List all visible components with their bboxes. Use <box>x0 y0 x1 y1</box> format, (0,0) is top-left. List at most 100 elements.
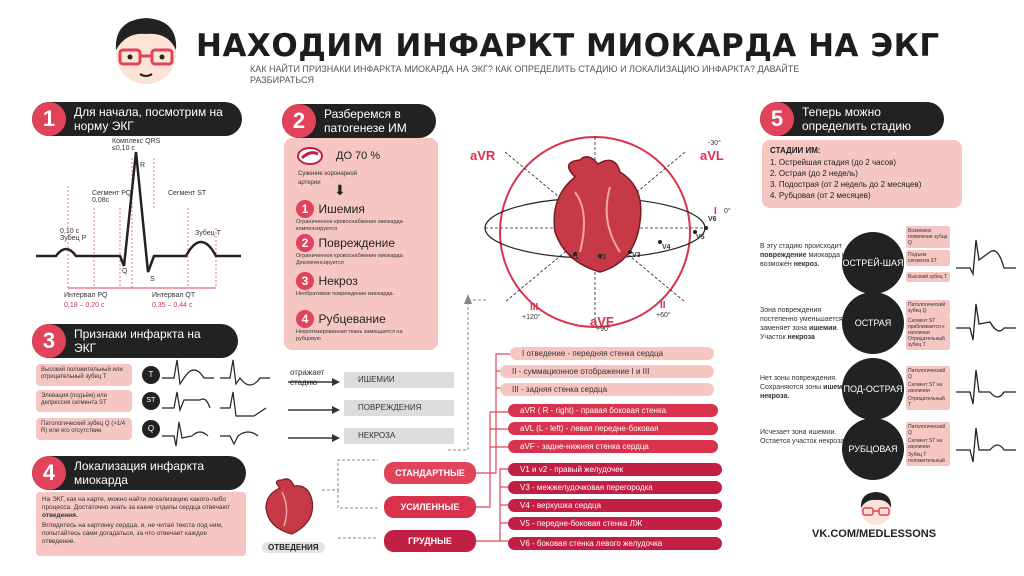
localization-desc-2: Вглядитесь на картинку сердца, и, не чит… <box>42 522 223 545</box>
stage-2-note-3: Отрицательный зубец T <box>906 334 950 350</box>
localization-panel: На ЭКГ, как на карте, можно найти локали… <box>36 492 246 556</box>
step-ischemia: 1 Ишемия Ограниченное кровоснабжение мио… <box>296 200 436 233</box>
artery-percent: ДО 70 % <box>336 150 381 162</box>
arrow-necrosis-icon <box>288 430 340 448</box>
step-damage: 2 Повреждение Ограниченное кровоснабжени… <box>296 234 436 267</box>
lead-ii-label: II <box>660 300 666 311</box>
lead-augmented-avr: aVR ( R - right) - правая боковая стенка <box>508 404 718 417</box>
stage-2-text-bold2: некроза <box>787 334 815 341</box>
stage-4-note-3: Зубец T положительный <box>906 450 950 466</box>
label-segment-pq: Сегмент PQ 0,08с <box>92 190 132 204</box>
localization-desc-1: На ЭКГ, как на карте, можно найти локали… <box>42 496 240 520</box>
lead-augmented-avf: aVF - задне-нижняя стенка сердца <box>508 440 718 453</box>
section-4-title: Локализация инфаркта миокарда <box>74 459 204 487</box>
leads-label: ОТВЕДЕНИЯ <box>262 542 325 553</box>
lead-iii-label: III <box>530 302 539 313</box>
step-2-name: Повреждение <box>318 236 396 250</box>
phase-necrosis: НЕКРОЗА <box>344 428 454 444</box>
label-interval-pq: Интервал PQ <box>64 292 108 299</box>
stage-2-text: Зона повреждения постепенно уменьшается.… <box>760 306 860 342</box>
section-5-number: 5 <box>760 102 794 136</box>
footer-link[interactable]: VK.COM/MEDLESSONS <box>812 528 937 540</box>
step-3-name: Некроз <box>318 274 358 288</box>
phase-ischemia: ИШЕМИИ <box>344 372 454 388</box>
stage-3-circle: ПОД-ОСТРАЯ <box>842 358 904 420</box>
section-5-title: Теперь можно определить стадию <box>802 105 912 133</box>
heart-leads-diagram <box>470 132 720 332</box>
section-3-number: 3 <box>32 324 66 358</box>
lead-standard-1: I отведение - передняя стенка сердца <box>510 347 714 360</box>
stage-4-ecg <box>956 420 1016 470</box>
stage-3-note-2: Сегмент ST на изолинии <box>906 380 950 396</box>
footer-mascot <box>856 490 896 526</box>
lead-i-degree: 0° <box>724 208 731 215</box>
label-s: S <box>150 276 155 283</box>
label-q: Q <box>122 268 128 275</box>
normal-ecg-diagram <box>36 138 246 310</box>
stage-2-note-1: Патологический зубец Q <box>906 300 950 316</box>
sign-st-segment: Элевация (подъём) или депрессия сегмента… <box>36 390 132 412</box>
section-3-title: Признаки инфаркта на ЭКГ <box>74 327 201 355</box>
phase-damage: ПОВРЕЖДЕНИЯ <box>344 400 454 416</box>
stage-2-note-2: Сегмент ST приближается к изолинии <box>906 316 950 338</box>
stage-list-4: 4. Рубцовая (от 2 месяцев) <box>770 191 871 200</box>
lead-v3: V3 <box>632 252 641 259</box>
lead-v4: V4 <box>662 244 671 251</box>
step-2-number: 2 <box>296 234 314 252</box>
localization-text-1: На ЭКГ, как на карте, можно найти локали… <box>42 496 231 511</box>
step-scarring: 4 Рубцевание Некротизированная ткань зам… <box>296 310 436 343</box>
stage-1-circle: ОСТРЕЙ-ШАЯ <box>842 232 904 294</box>
section-1-header: 1 Для начала, посмотрим на норму ЭКГ <box>32 102 242 136</box>
stage-1-note-3: Высокий зубец T <box>906 272 950 282</box>
label-wave-t: Зубец T <box>195 230 221 237</box>
page-title: НАХОДИМ ИНФАРКТ МИОКАРДА НА ЭКГ <box>196 28 940 64</box>
lead-standard-3: III - задняя стенка сердца <box>500 383 714 396</box>
lead-v6: V6 <box>708 216 717 223</box>
lead-ii-degree: +60° <box>656 312 671 319</box>
lead-avf-degree: +90° <box>596 326 611 333</box>
lead-chest-v6: V6 - боковая стенка левого желудочка <box>508 537 722 550</box>
marker-t: T <box>142 366 160 384</box>
section-2-title: Разберемся в патогенезе ИМ <box>324 107 407 135</box>
step-1-desc: Ограниченное кровоснабжение миокарда ком… <box>296 219 403 233</box>
stage-list-2: 2. Острая (до 2 недель) <box>770 169 858 178</box>
lead-v2: V2 <box>598 254 607 261</box>
stage-1-text-bold: повреждение <box>760 252 807 259</box>
category-chest: ГРУДНЫЕ <box>384 530 476 552</box>
stage-4-text: Исчезает зона ишемии. Остается участок н… <box>760 428 860 446</box>
lead-avr-label: aVR <box>470 148 496 163</box>
step-3-desc: Необратимое повреждение миокарда. <box>296 291 395 298</box>
stage-1-text-pre: В эту стадию происходит <box>760 243 842 250</box>
lead-avl-degree: -30° <box>708 140 721 147</box>
stage-2-text-bold: ишемии <box>809 325 837 332</box>
marker-st: ST <box>142 392 160 410</box>
lead-chest-v1v2: V1 и v2 - правый желудочек <box>508 463 722 476</box>
page-subtitle: КАК НАЙТИ ПРИЗНАКИ ИНФАРКТА МИОКАРДА НА … <box>250 64 800 85</box>
localization-text-bold: отведения. <box>42 512 78 519</box>
label-segment-st: Сегмент ST <box>168 190 207 197</box>
lead-avl-label: aVL <box>700 148 724 163</box>
section-3-header: 3 Признаки инфаркта на ЭКГ <box>32 324 238 358</box>
step-necrosis: 3 Некроз Необратимое повреждение миокард… <box>296 272 436 298</box>
stages-title: СТАДИИ ИМ: <box>770 146 821 155</box>
lead-v1: V1 <box>570 254 579 261</box>
stage-3-text-bold: ишемии <box>823 384 851 391</box>
section-5-header: 5 Теперь можно определить стадию <box>760 102 944 136</box>
stage-4-circle: РУБЦОВАЯ <box>842 418 904 480</box>
step-1-number: 1 <box>296 200 314 218</box>
stage-list-1: 1. Острейшая стадия (до 2 часов) <box>770 158 897 167</box>
stage-1-text-bold2: некроз. <box>793 261 820 268</box>
lead-standard-2: II - суммационное отображение I и III <box>500 365 714 378</box>
leads-connector-lines <box>318 290 514 560</box>
section-1-number: 1 <box>32 102 66 136</box>
lead-chest-v3: V3 - межжелудочковая перегородка <box>508 481 722 494</box>
label-interval-pq-value: 0,18 – 0,20 с <box>64 302 105 309</box>
stage-4-text-pre: Исчезает зона ишемии. Остается участок н… <box>760 429 847 445</box>
stage-list-3: 3. Подострая (от 2 недель до 2 месяцев) <box>770 180 922 189</box>
sign-t-wave: Высокий положительный или отрицательный … <box>36 364 132 386</box>
stage-3-text-bold2: некроза. <box>760 393 790 400</box>
stage-1-note-1: Возможно появление зубца Q <box>906 226 950 248</box>
stage-3-note-1: Патологический Q <box>906 366 950 382</box>
stage-2-ecg <box>956 294 1016 350</box>
arrow-down-icon: ⬇ <box>334 182 346 198</box>
